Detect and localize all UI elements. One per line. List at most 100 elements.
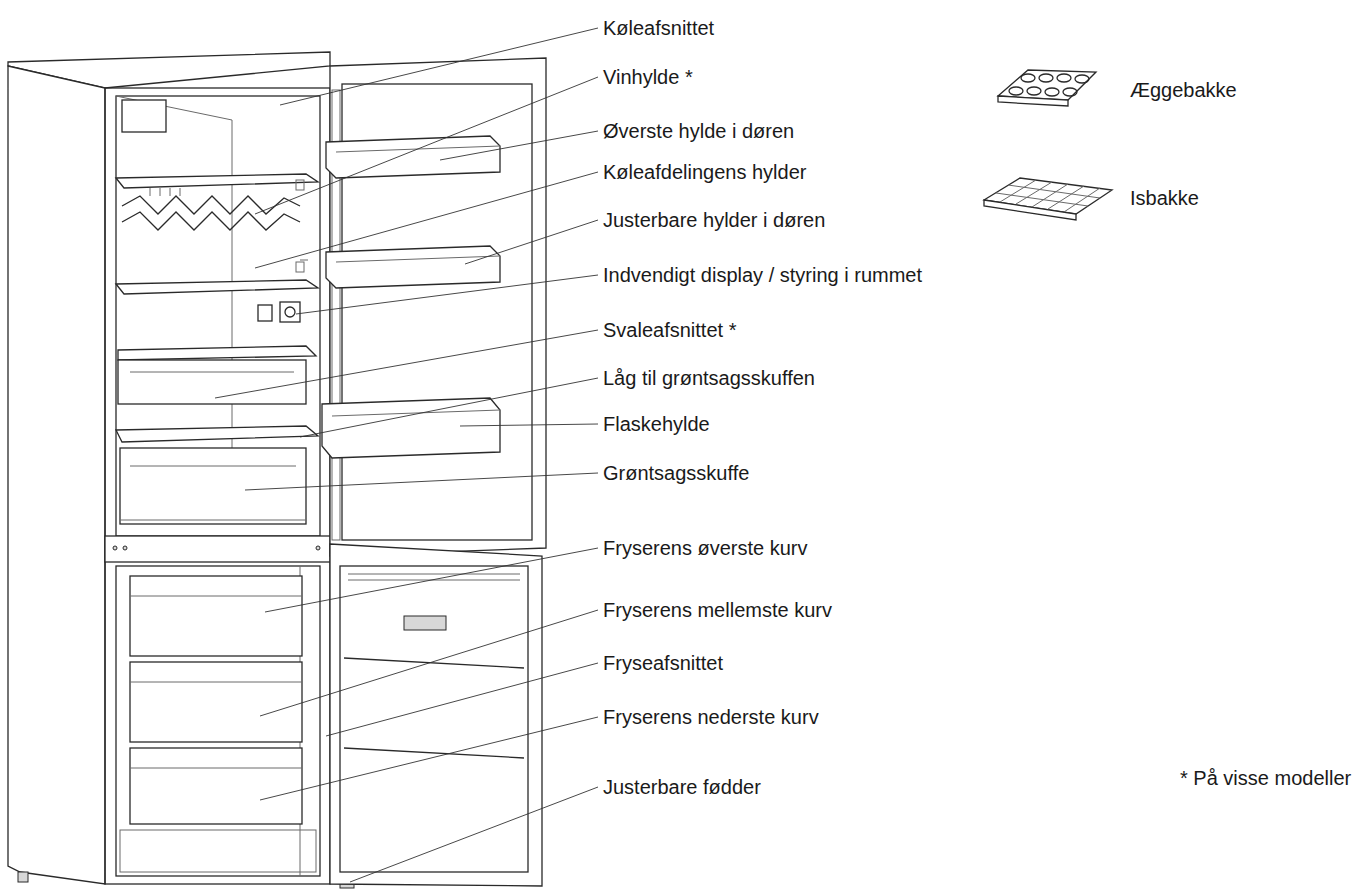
leader-line — [255, 172, 598, 268]
part-label: Isbakke — [1130, 186, 1199, 210]
divider-band — [105, 536, 330, 562]
part-label: Fryserens nederste kurv — [603, 705, 819, 729]
cabinet-side — [8, 66, 105, 884]
footnote-text: * På visse modeller — [1180, 766, 1351, 790]
egg-cup — [1075, 75, 1089, 83]
ice-tray-grid — [1016, 182, 1052, 204]
part-label: Flaskehylde — [603, 412, 710, 436]
part-label: Fryserens mellemste kurv — [603, 598, 832, 622]
door-sticker — [404, 616, 446, 630]
light-housing — [122, 100, 166, 132]
part-label: Justerbare hylder i døren — [603, 208, 825, 232]
shelf-vent — [150, 188, 151, 196]
freezer-basket — [130, 662, 302, 742]
freezer-door-liner — [340, 566, 528, 872]
fridge-compartment — [116, 96, 320, 536]
ice-tray-grid — [1000, 180, 1036, 202]
egg-cup — [1063, 88, 1077, 96]
leader-line — [350, 787, 598, 882]
fridge-door — [330, 58, 546, 556]
part-label: Grøntsagsskuffe — [603, 461, 749, 485]
egg-cup — [1045, 88, 1059, 96]
wine-rack — [122, 196, 300, 214]
egg-cup — [1057, 74, 1071, 82]
freezer-basket — [130, 748, 302, 824]
door-shelf-edge — [336, 256, 500, 262]
crisper-drawer — [120, 448, 306, 524]
freezer-door-vent — [348, 574, 520, 575]
part-label: Justerbare fødder — [603, 775, 761, 799]
basket-edge — [130, 682, 302, 683]
egg-tray-edge — [998, 96, 1068, 106]
leader-line — [215, 330, 598, 398]
ice-tray-grid — [1048, 186, 1084, 209]
chiller-drawer-top — [118, 346, 316, 360]
leader-line — [296, 275, 598, 314]
part-label: Indvendigt display / styring i rummet — [603, 263, 922, 287]
freezer-door-rail — [344, 658, 524, 668]
leader-line — [440, 131, 598, 160]
part-label: Øverste hylde i døren — [603, 119, 794, 143]
leader-line — [280, 28, 598, 105]
egg-tray — [998, 70, 1096, 100]
leader-line — [460, 424, 598, 426]
part-label: Svaleafsnittet * — [603, 318, 736, 342]
freezer-door-rail — [344, 748, 524, 758]
shelf-vent — [170, 188, 171, 196]
fridge-shelf — [116, 174, 318, 188]
part-label: Æggebakke — [1130, 78, 1237, 102]
display-knob — [285, 307, 295, 317]
leader-line — [245, 473, 598, 490]
shelf-support — [296, 180, 304, 190]
drawer-edge — [130, 372, 294, 373]
part-label: Vinhylde * — [603, 65, 693, 89]
display-knob — [280, 302, 300, 322]
freezer-floor — [120, 830, 316, 872]
leader-line — [260, 610, 598, 716]
freezer-door — [330, 544, 542, 886]
ice-tray-grid — [1064, 188, 1100, 212]
door-shelf — [326, 136, 500, 178]
ice-tray-grid — [1032, 184, 1068, 207]
shelf-support — [300, 260, 308, 261]
part-label: Fryseafsnittet — [603, 651, 723, 675]
ice-tray-grid — [996, 193, 1088, 206]
fridge-shelf — [116, 280, 318, 294]
divider-dot — [113, 546, 117, 550]
leader-line — [255, 77, 598, 214]
divider-dot — [316, 546, 320, 550]
ice-tray-grid — [1008, 185, 1100, 198]
egg-cup — [1009, 87, 1023, 95]
basket-edge — [130, 768, 302, 769]
divider-dot — [123, 546, 127, 550]
crisper-lid — [116, 426, 318, 442]
shelf-vent — [180, 188, 181, 196]
egg-cup — [1021, 74, 1035, 82]
freezer-compartment — [116, 566, 320, 876]
wine-rack — [122, 212, 300, 230]
part-label: Køleafdelingens hylder — [603, 160, 806, 184]
ice-tray-edge — [984, 200, 1076, 220]
egg-cup — [1027, 87, 1041, 95]
chiller-drawer — [118, 360, 306, 404]
cabinet-front — [105, 88, 330, 884]
leader-line — [465, 220, 598, 264]
leader-line — [326, 663, 598, 736]
leader-line — [260, 717, 598, 800]
part-label: Låg til grøntsagsskuffen — [603, 366, 815, 390]
shelf-support — [296, 262, 304, 272]
leader-line — [300, 378, 598, 437]
egg-cup — [1039, 74, 1053, 82]
leader-line — [265, 548, 598, 612]
basket-edge — [130, 596, 302, 597]
part-label: Køleafsnittet — [603, 16, 714, 40]
drawer-edge — [130, 466, 296, 467]
adjustable-foot — [18, 872, 28, 882]
bottle-shelf — [322, 398, 500, 458]
part-label: Fryserens øverste kurv — [603, 536, 807, 560]
freezer-basket — [130, 576, 302, 656]
shelf-vent — [160, 188, 161, 196]
drawer-edge — [120, 520, 306, 521]
display-button — [258, 305, 272, 321]
